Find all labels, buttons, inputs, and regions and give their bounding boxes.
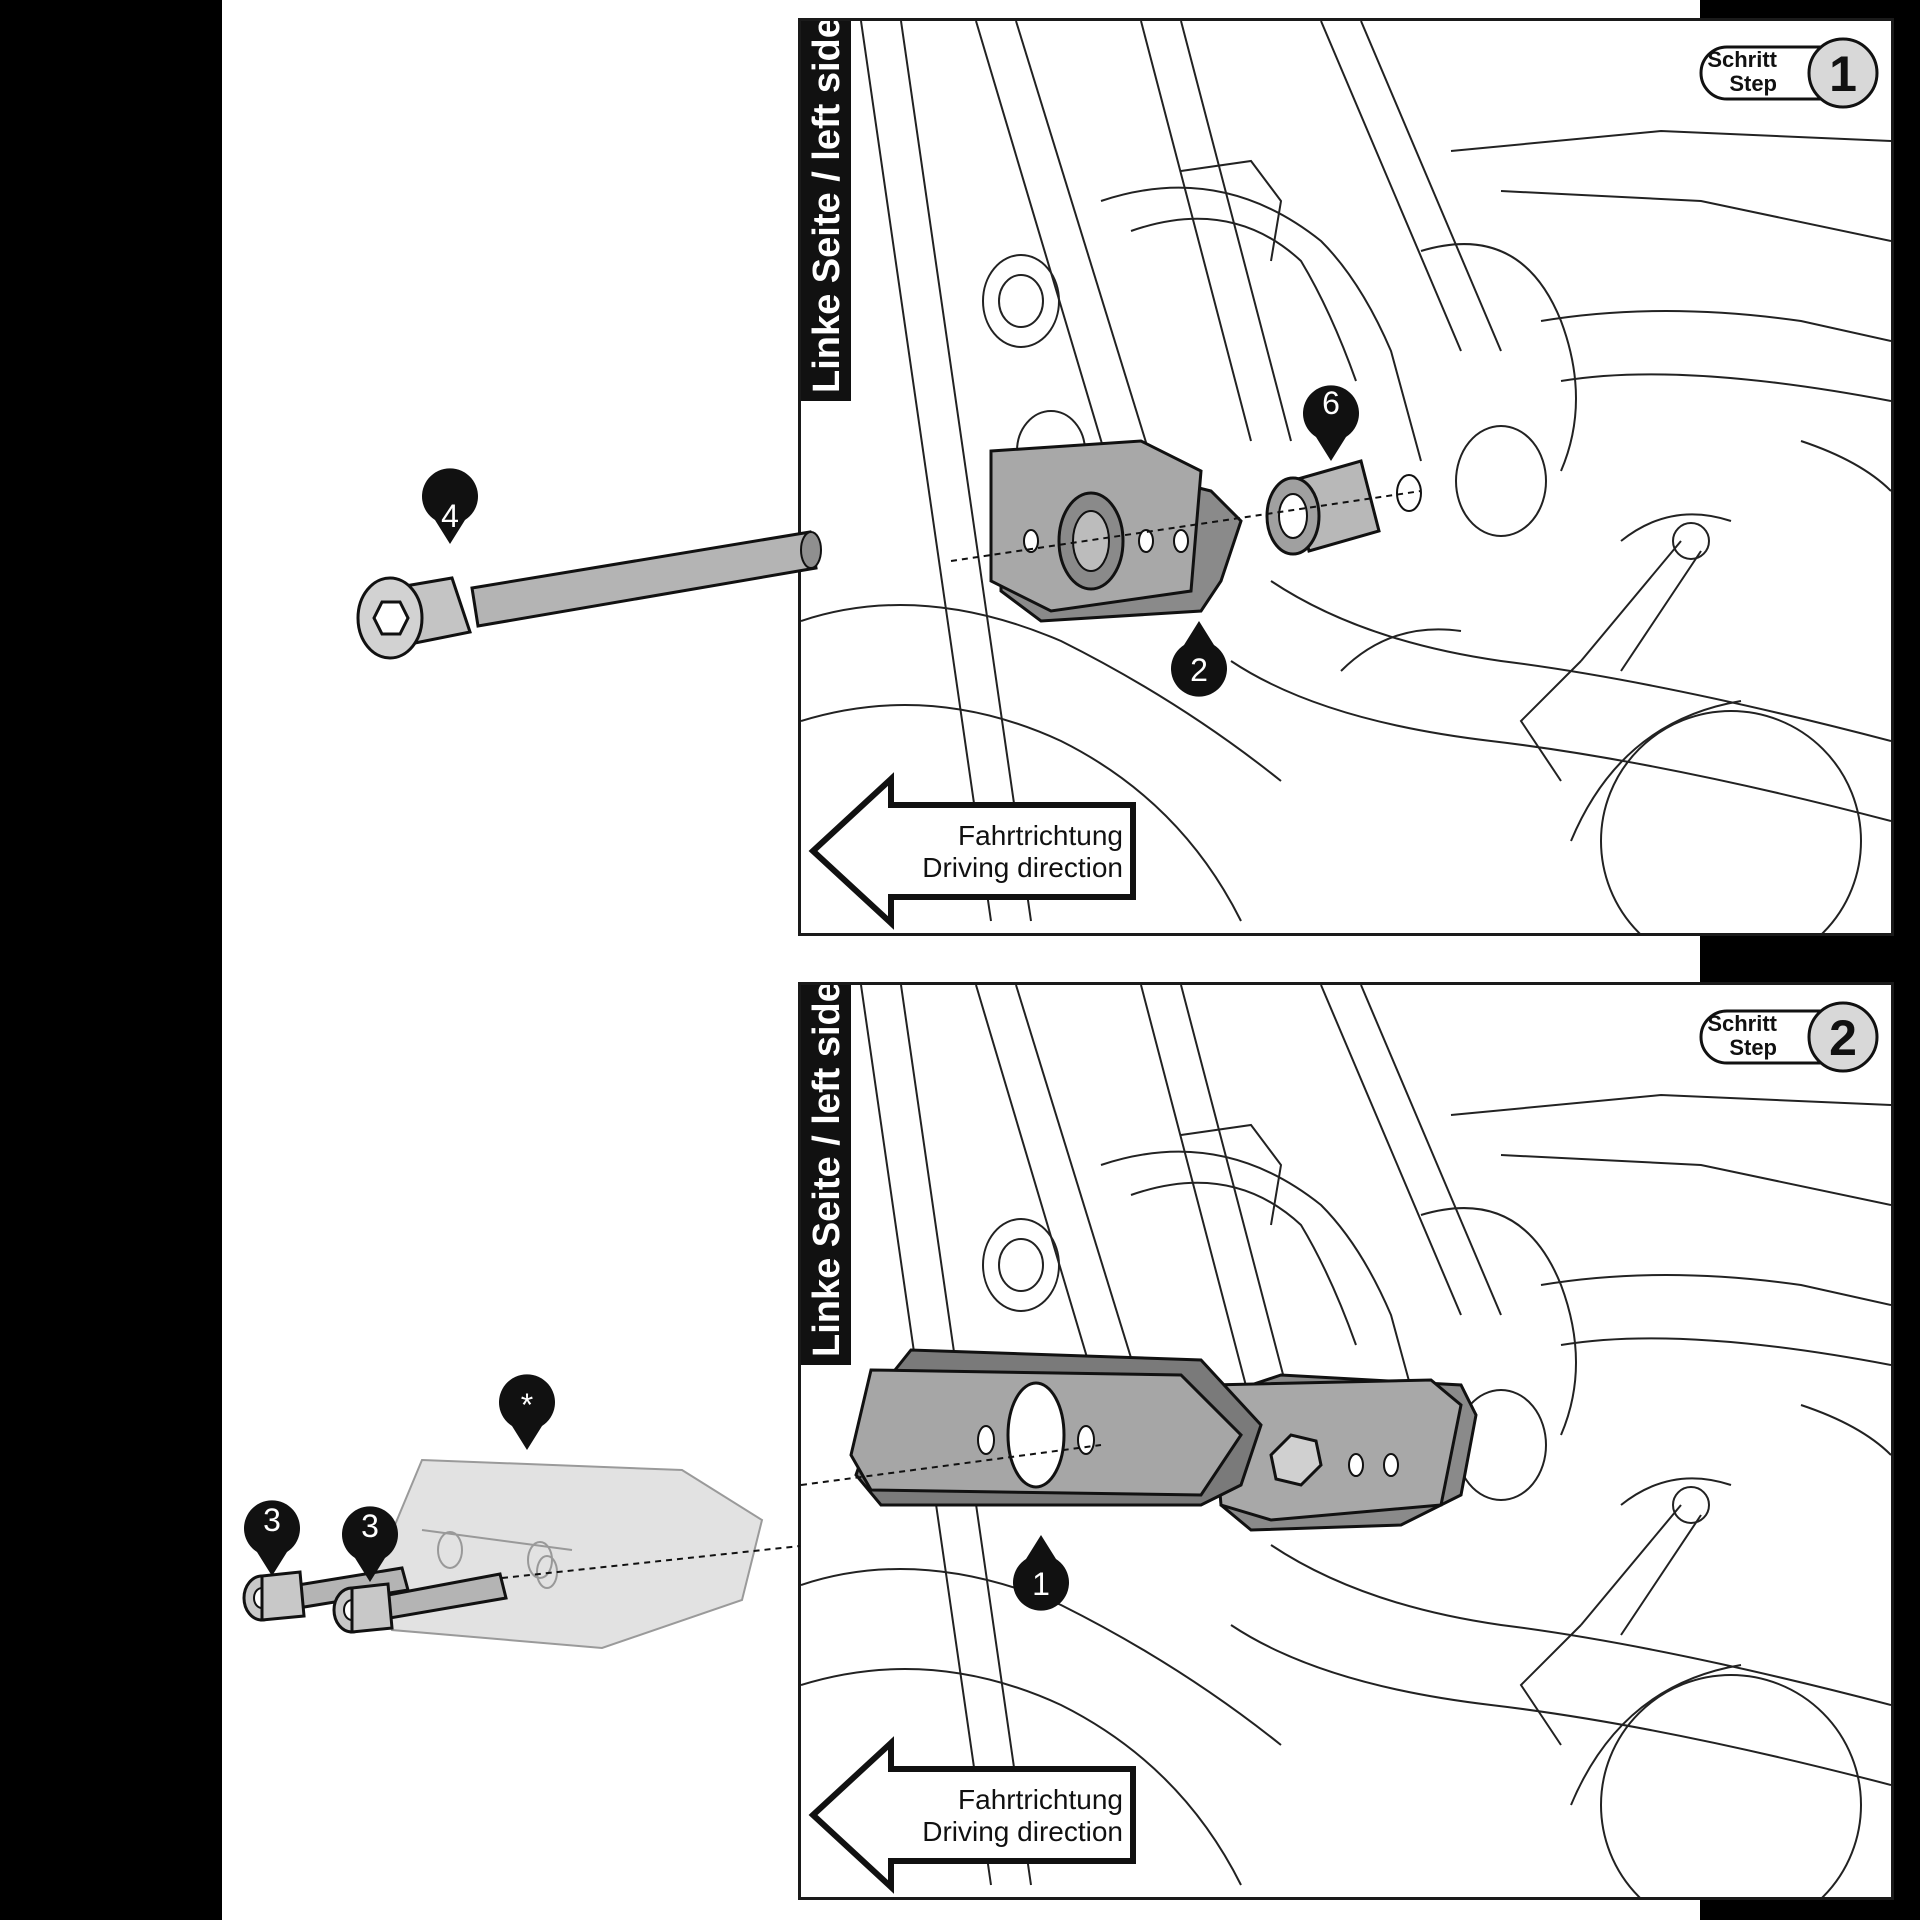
svg-text:Fahrtrichtung: Fahrtrichtung — [958, 1784, 1123, 1815]
step-2-drawing: Linke Seite / left side Schritt Step 2 — [801, 985, 1891, 1897]
svg-text:Fahrtrichtung: Fahrtrichtung — [958, 820, 1123, 851]
svg-text:Step: Step — [1729, 1035, 1777, 1060]
svg-text:3: 3 — [263, 1502, 281, 1538]
step-2-panel: Linke Seite / left side Schritt Step 2 — [798, 982, 1894, 1900]
side-label: Linke Seite / left side — [801, 985, 851, 1365]
step-badge: Schritt Step 1 — [1699, 37, 1879, 109]
svg-text:Linke Seite / left side: Linke Seite / left side — [806, 985, 848, 1357]
svg-text:Driving direction: Driving direction — [922, 1816, 1123, 1847]
svg-text:2: 2 — [1829, 1010, 1857, 1066]
side-label: Linke Seite / left side — [801, 21, 851, 401]
step-1-drawing: Linke Seite / left side Schritt Step 1 — [801, 21, 1891, 933]
bracket-plate — [1209, 1373, 1478, 1532]
svg-text:*: * — [521, 1387, 533, 1423]
step-badge: Schritt Step 2 — [1699, 1001, 1879, 1073]
svg-text:Linke Seite / left side: Linke Seite / left side — [806, 21, 848, 393]
bracket-plate — [989, 439, 1243, 623]
short-bolt-2 — [332, 1572, 508, 1634]
svg-text:Schritt: Schritt — [1707, 1011, 1777, 1036]
frame-line-art — [801, 21, 1891, 933]
svg-text:Step: Step — [1729, 71, 1777, 96]
svg-text:3: 3 — [361, 1508, 379, 1544]
direction-arrow: Fahrtrichtung Driving direction — [808, 772, 1136, 930]
direction-arrow: Fahrtrichtung Driving direction — [808, 1736, 1136, 1894]
callout-3-right: 3 — [342, 1506, 398, 1582]
callout-asterisk: * — [499, 1374, 555, 1450]
callout-6: 6 — [1303, 385, 1359, 461]
svg-text:4: 4 — [441, 498, 459, 534]
callout-4: 4 — [422, 468, 479, 544]
instruction-sheet: Linke Seite / left side Schritt Step 1 — [222, 0, 1894, 1920]
assembly-axis — [950, 490, 1422, 562]
step-1-panel: Linke Seite / left side Schritt Step 1 — [798, 18, 1894, 936]
callout-1: 1 — [1013, 1535, 1069, 1611]
callout-2: 2 — [1171, 621, 1227, 697]
outside-parts: 4 * 3 — [242, 468, 822, 1650]
svg-text:2: 2 — [1190, 652, 1208, 688]
svg-text:6: 6 — [1322, 385, 1340, 421]
long-bolt — [356, 530, 822, 660]
bolt-axis — [501, 1545, 801, 1579]
cover-plate — [370, 1458, 764, 1650]
slider-block — [849, 1348, 1263, 1507]
svg-text:Schritt: Schritt — [1707, 47, 1777, 72]
spacer-sleeve — [1265, 459, 1422, 556]
svg-text:1: 1 — [1032, 1566, 1050, 1602]
frame-line-art — [801, 985, 1891, 1897]
svg-text:Driving direction: Driving direction — [922, 852, 1123, 883]
svg-text:1: 1 — [1829, 46, 1857, 102]
callout-3-left: 3 — [244, 1500, 300, 1576]
